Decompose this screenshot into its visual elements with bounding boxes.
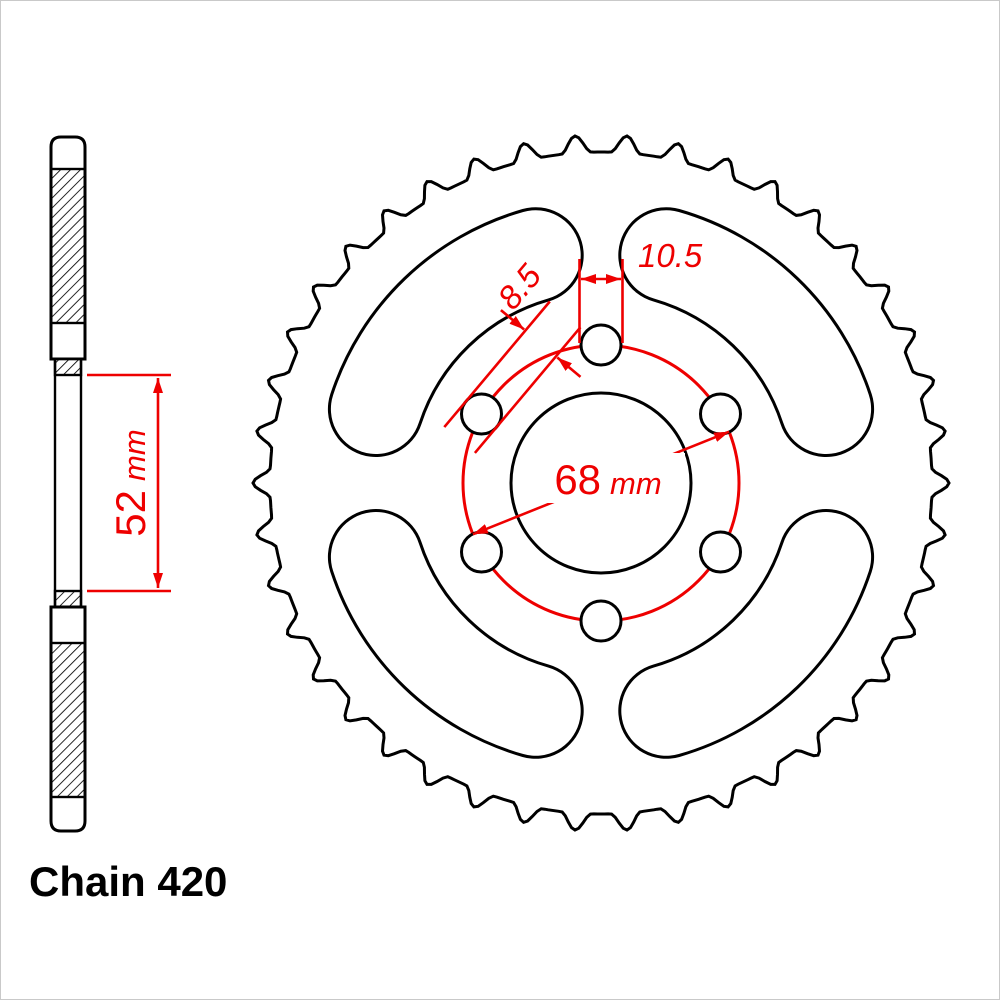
- side-view-hatch-hub-lower: [53, 589, 83, 609]
- label-backing: [531, 453, 685, 503]
- dimension-52mm: 52mm: [87, 373, 171, 593]
- side-view-hatch-top: [49, 167, 87, 325]
- dimension-10-5: 10.5: [578, 237, 703, 343]
- side-view-hub-block: [53, 357, 83, 609]
- slot-cutout: [621, 210, 872, 454]
- arrow-leader: [556, 356, 582, 378]
- bolt-hole: [699, 392, 742, 436]
- sprocket-side-view: [49, 135, 87, 833]
- dimension-label-10-5: 10.5: [638, 237, 703, 274]
- bolt-hole: [699, 530, 742, 574]
- slot-cutout: [330, 512, 581, 756]
- bolt-hole: [460, 530, 503, 574]
- bolt-hole: [579, 323, 623, 367]
- bolt-holes: [460, 323, 742, 643]
- lightening-slots: [327, 207, 875, 759]
- bolt-hole: [579, 599, 623, 643]
- slot-cutout: [621, 512, 872, 756]
- arrow-leader: [500, 309, 525, 331]
- witness-line: [443, 300, 551, 428]
- chain-size-caption: Chain 420: [29, 858, 227, 905]
- dimension-label-52mm: 52mm: [107, 429, 154, 536]
- side-view-hatch-hub-upper: [53, 357, 83, 377]
- side-view-hatch-bottom: [49, 641, 87, 799]
- slot-cutout: [330, 210, 581, 454]
